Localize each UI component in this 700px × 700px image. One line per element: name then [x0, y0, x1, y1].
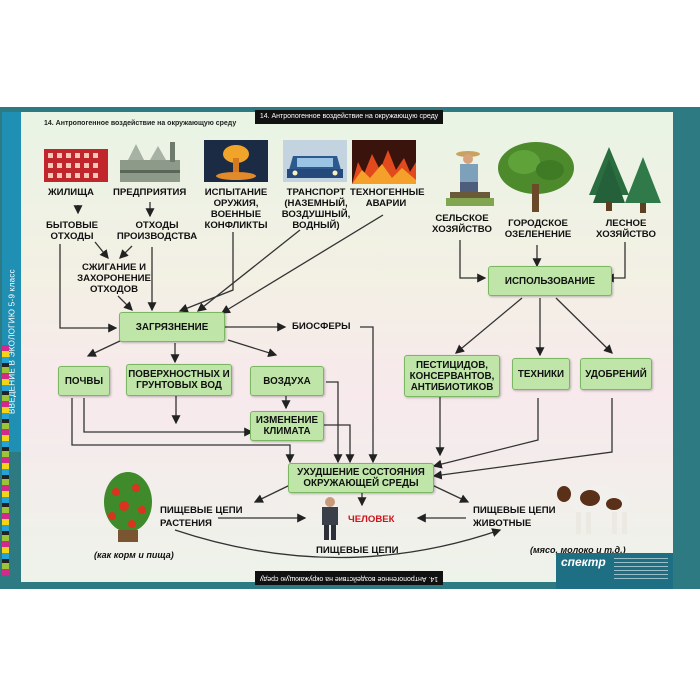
label-food-chain-bottom: ПИЩЕВЫЕ ЦЕПИ: [316, 545, 399, 556]
label-biosphere: БИОСФЕРЫ: [292, 321, 351, 332]
label-burning-burial: СЖИГАНИЕ И ЗАХОРОНЕНИЕ ОТХОДОВ: [77, 262, 151, 295]
label-food-chain-plants: ПИЩЕВЫЕ ЦЕПИ: [160, 505, 243, 516]
label-housing: ЖИЛИЩА: [48, 187, 94, 198]
tree-icon: [498, 142, 574, 212]
caption-plants: (как корм и пища): [94, 550, 174, 560]
box-usage: ИСПОЛЬЗОВАНИЕ: [488, 266, 612, 296]
box-soil: ПОЧВЫ: [58, 366, 110, 396]
label-human: ЧЕЛОВЕК: [348, 514, 395, 525]
label-production-waste: ОТХОДЫ ПРОИЗВОДСТВА: [116, 220, 198, 242]
farmer-icon: [446, 151, 494, 206]
man-icon: [322, 497, 338, 540]
label-plants: РАСТЕНИЯ: [160, 518, 212, 529]
fir-trees-icon: [589, 147, 661, 213]
publisher-info-lines: [614, 558, 668, 582]
title-banner-top: 14. Антропогенное воздействие на окружаю…: [255, 110, 443, 124]
fire-icon: [352, 140, 416, 184]
label-weapons: ИСПЫТАНИЕ ОРУЖИЯ, ВОЕННЫЕ КОНФЛИКТЫ: [204, 187, 268, 231]
tomato-plant-icon: [104, 472, 152, 542]
box-pesticides: ПЕСТИЦИДОВ, КОНСЕРВАНТОВ, АНТИБИОТИКОВ: [404, 355, 500, 397]
label-transport: ТРАНСПОРТ (НАЗЕМНЫЙ, ВОЗДУШНЫЙ, ВОДНЫЙ): [281, 187, 351, 231]
factory-icon: [120, 142, 180, 182]
box-fertilizers: УДОБРЕНИЙ: [580, 358, 652, 390]
label-accidents: ТЕХНОГЕННЫЕ АВАРИИ: [350, 187, 425, 209]
label-urban-green: ГОРОДСКОЕ ОЗЕЛЕНЕНИЕ: [504, 218, 572, 240]
label-animals: ЖИВОТНЫЕ: [473, 518, 532, 529]
brand-name: спектр: [561, 555, 606, 569]
publisher-logo: спектр: [556, 553, 673, 589]
apartment-building-icon: [44, 149, 108, 182]
box-water: ПОВЕРХНОСТНЫХ И ГРУНТОВЫХ ВОД: [126, 364, 232, 396]
box-air: ВОЗДУХА: [250, 366, 324, 396]
box-machinery: ТЕХНИКИ: [512, 358, 570, 390]
box-degradation: УХУДШЕНИЕ СОСТОЯНИЯ ОКРУЖАЮЩЕЙ СРЕДЫ: [288, 463, 434, 493]
label-enterprises: ПРЕДПРИЯТИЯ: [113, 187, 187, 198]
label-food-chain-animals: ПИЩЕВЫЕ ЦЕПИ: [473, 505, 556, 516]
page-title: 14. Антропогенное воздействие на окружаю…: [44, 120, 237, 127]
label-agriculture: СЕЛЬСКОЕ ХОЗЯЙСТВО: [432, 213, 492, 235]
car-icon: [283, 140, 347, 182]
color-calibration-strip: [2, 345, 9, 575]
box-pollution: ЗАГРЯЗНЕНИЕ: [119, 312, 225, 342]
label-forestry: ЛЕСНОЕ ХОЗЯЙСТВО: [596, 218, 656, 240]
caption-animals: (мясо, молоко и т.д.): [530, 545, 626, 555]
box-climate: ИЗМЕНЕНИЕ КЛИМАТА: [250, 411, 324, 441]
explosion-icon: [204, 140, 268, 182]
cow-icon: [557, 486, 630, 534]
label-household-waste: БЫТОВЫЕ ОТХОДЫ: [45, 220, 99, 242]
